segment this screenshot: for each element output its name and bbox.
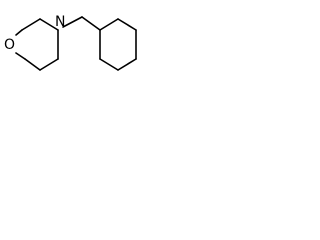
bond-ch2-ring [81,16,101,31]
bond-n-ch2 [62,16,83,28]
structure-diagram: O N [4,14,137,71]
oxygen-atom-label: O [4,37,15,53]
bond-cy-2 [117,18,137,31]
bond-n-c5 [39,18,59,31]
bond-cy-5 [99,58,119,71]
cyclohexane-ring [99,18,137,71]
methylene-linker [62,16,101,31]
bond-c2-c3 [24,58,41,71]
morpholine-ring [15,18,59,71]
nitrogen-atom-label: N [55,14,65,30]
bond-c6-o [15,29,23,36]
bond-o-c2 [15,52,26,60]
bond-cy-4 [117,58,137,71]
bond-c5-c6 [21,18,41,31]
bond-cy-1 [99,18,119,31]
bond-c3-n-lower [39,58,59,71]
